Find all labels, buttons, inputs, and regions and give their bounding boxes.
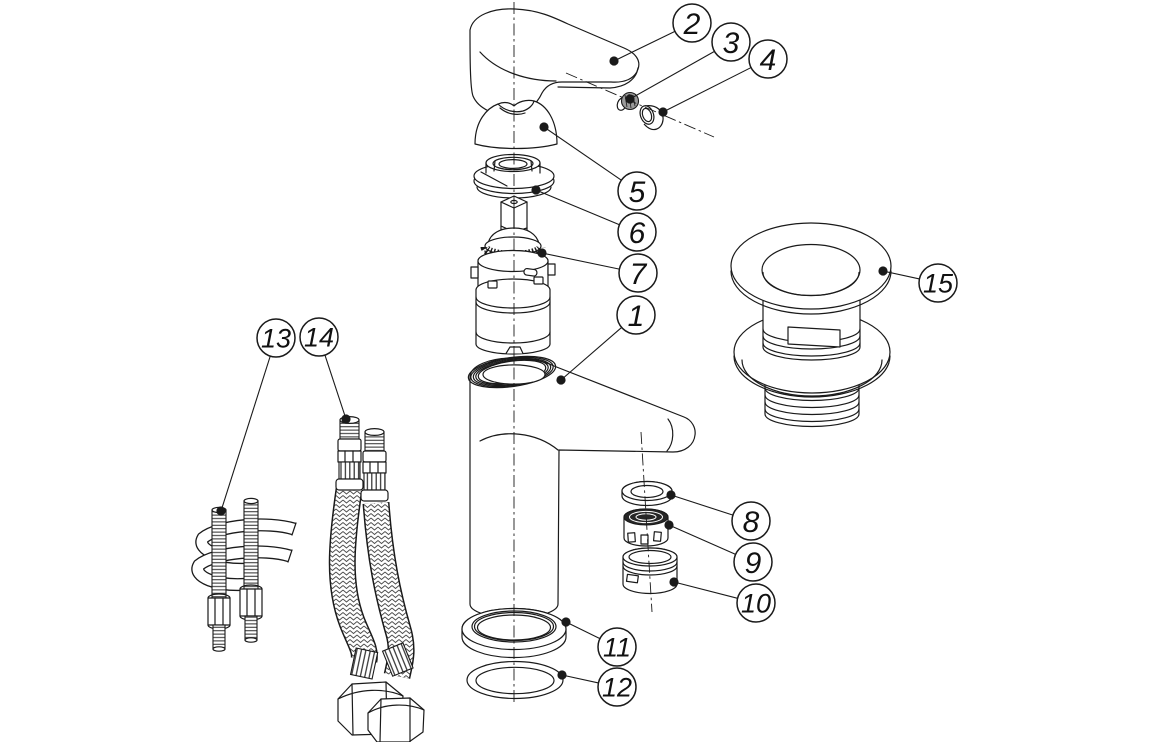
leader-dot (609, 56, 619, 66)
callout-14: 14 (299, 317, 351, 424)
leader-dot (537, 248, 547, 258)
callout-6: 6 (531, 185, 657, 252)
callout-label: 11 (603, 633, 631, 663)
callout-5: 5 (539, 122, 657, 211)
part-flexi-hoses (328, 416, 425, 742)
callout-15: 15 (878, 263, 958, 303)
leader-line (565, 621, 601, 640)
callout-10: 10 (669, 577, 776, 623)
callout-8: 8 (666, 490, 771, 541)
part-fixing-kit (191, 497, 297, 652)
part-o-ring (466, 660, 564, 700)
part-aerator-insert (623, 508, 669, 547)
hose-right-connector (360, 428, 389, 502)
callout-circle (597, 627, 637, 667)
leader-line (561, 674, 599, 684)
callout-circle (736, 583, 776, 623)
leader-dot (666, 490, 676, 500)
callout-label: 7 (630, 258, 648, 291)
callout-label: 8 (743, 506, 760, 539)
callout-1: 1 (556, 295, 656, 385)
callout-label: 13 (261, 324, 291, 354)
leader-line (560, 327, 623, 381)
hose-left (328, 488, 378, 663)
leader-line (668, 524, 736, 555)
callout-label: 9 (745, 547, 762, 580)
callout-circle (617, 171, 657, 211)
callout-4: 4 (658, 39, 788, 117)
callout-circle (733, 542, 773, 582)
hose-right-nut (367, 697, 425, 742)
callout-label: 6 (629, 217, 646, 250)
callout-circle (711, 22, 751, 62)
leader-dot (556, 375, 566, 385)
leader-dot (625, 94, 635, 104)
part-cartridge (470, 195, 556, 355)
leader-dot (216, 506, 226, 516)
leader-line (673, 581, 738, 599)
callout-label: 5 (629, 176, 646, 209)
part-dome-cover (474, 99, 558, 150)
leader-dot (539, 122, 549, 132)
fixing-stud-left (207, 506, 231, 652)
callout-circle (731, 501, 771, 541)
leader-line (541, 252, 620, 270)
center-lines (513, 2, 715, 702)
callout-label: 12 (602, 673, 632, 703)
part-aerator-washer (621, 480, 673, 507)
leader-line (535, 189, 620, 226)
fixing-stud-right (239, 497, 263, 643)
callout-label: 4 (760, 44, 777, 77)
leader-dot (669, 577, 679, 587)
callout-label: 3 (723, 27, 740, 60)
callout-circle (748, 39, 788, 79)
hose-right-ferrule (381, 642, 414, 677)
callout-circle (299, 317, 339, 357)
callout-circle (617, 212, 657, 252)
screw-axis-line (565, 72, 715, 138)
callout-7: 7 (537, 248, 658, 293)
leader-line (613, 30, 676, 62)
aerator-axis-line (640, 431, 653, 613)
callout-circle (618, 253, 658, 293)
callout-circle (256, 318, 296, 358)
leader-line (670, 494, 734, 516)
leader-dot (557, 670, 567, 680)
leader-dot (664, 520, 674, 530)
leader-line (662, 67, 752, 113)
callout-circle (672, 3, 712, 43)
leader-line (629, 50, 715, 100)
callout-label: 15 (923, 269, 954, 299)
callout-label: 14 (304, 323, 334, 353)
callout-13: 13 (216, 318, 296, 516)
callout-12: 12 (557, 667, 637, 707)
callout-9: 9 (664, 520, 773, 582)
callout-3: 3 (625, 22, 751, 104)
leader-dot (878, 266, 888, 276)
callout-label: 10 (741, 589, 771, 619)
leader-line (882, 270, 920, 280)
callout-2: 2 (609, 3, 712, 66)
part-screw-cap (639, 105, 664, 131)
leader-dot (658, 107, 668, 117)
leader-dot (341, 414, 351, 424)
callout-label: 2 (683, 8, 701, 41)
leader-line (220, 355, 271, 512)
part-basin-waste (730, 222, 892, 428)
leader-line (324, 354, 347, 420)
callout-11: 11 (561, 617, 637, 667)
callout-circle (616, 295, 656, 335)
part-aerator-housing (622, 547, 678, 595)
leader-dot (531, 185, 541, 195)
hose-left-connector (335, 416, 364, 491)
callout-label: 1 (628, 300, 645, 333)
callout-circle (597, 667, 637, 707)
hose-left-ferrule (349, 647, 379, 680)
callout-circle (918, 263, 958, 303)
leader-dot (561, 617, 571, 627)
leader-line (543, 126, 622, 181)
